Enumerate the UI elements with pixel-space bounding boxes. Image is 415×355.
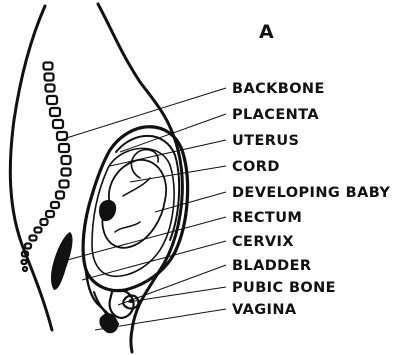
leader-line-cervix xyxy=(82,241,226,280)
vertebra xyxy=(46,211,54,217)
label-cord: CORD xyxy=(232,159,280,175)
vertebra xyxy=(45,74,54,81)
vertebra xyxy=(35,228,42,233)
leader-line-placenta xyxy=(120,114,226,152)
vertebra xyxy=(30,236,37,241)
label-uterus: UTERUS xyxy=(232,133,299,149)
vertebra xyxy=(25,244,31,249)
vertebra xyxy=(51,202,59,208)
label-pubic-bone: PUBIC BONE xyxy=(232,280,336,296)
vertebra xyxy=(44,63,53,70)
vertebra xyxy=(41,219,48,225)
label-developing-baby: DEVELOPING BABY xyxy=(232,185,390,201)
label-bladder: BLADDER xyxy=(232,258,311,274)
panel-letter: A xyxy=(259,21,274,43)
label-vagina: VAGINA xyxy=(232,302,297,318)
leader-lines xyxy=(60,88,226,330)
baby-head xyxy=(109,160,166,205)
vertebra xyxy=(62,156,71,164)
vertebra xyxy=(60,181,69,188)
baby-limb xyxy=(115,222,140,232)
vertebra xyxy=(56,192,64,199)
vertebra xyxy=(47,96,57,104)
vertebra xyxy=(46,85,55,92)
developing-baby xyxy=(99,160,166,248)
rectum xyxy=(51,232,73,290)
leader-line-pubic-bone xyxy=(128,287,226,302)
label-rectum: RECTUM xyxy=(232,210,302,226)
leader-line-backbone xyxy=(60,88,226,140)
vertebra xyxy=(22,260,27,264)
label-placenta: PLACENTA xyxy=(232,107,319,123)
label-cervix: CERVIX xyxy=(232,234,294,250)
vertebra xyxy=(62,169,71,176)
baby-face xyxy=(99,200,116,221)
vertebra xyxy=(23,267,27,271)
vertebra xyxy=(50,108,60,116)
label-backbone: BACKBONE xyxy=(232,81,325,97)
vertebra xyxy=(53,120,63,128)
label-list: BACKBONE PLACENTA UTERUS CORD DEVELOPING… xyxy=(232,81,390,318)
vertebra xyxy=(59,144,69,152)
leader-line-bladder xyxy=(118,265,226,305)
back-outline xyxy=(10,6,52,330)
